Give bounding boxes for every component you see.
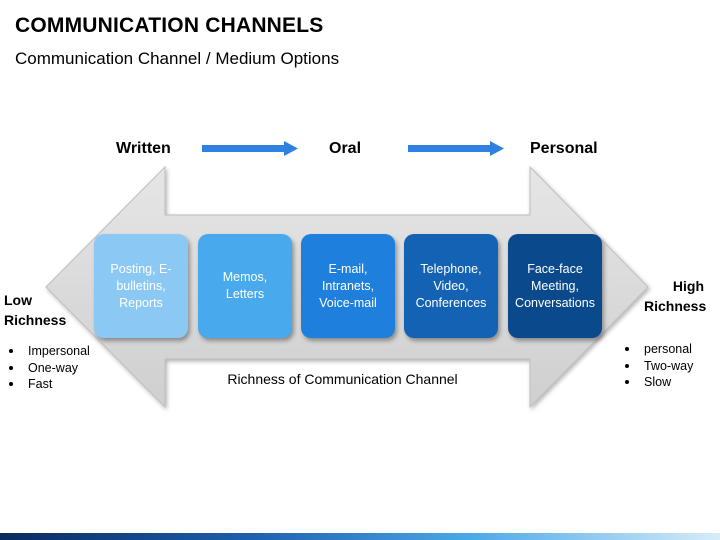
high-richness-line2: Richness [644,298,707,314]
list-item: One-way [4,360,90,377]
page-title: COMMUNICATION CHANNELS [15,14,324,37]
channel-box-telephone: Telephone, Video, Conferences [404,234,498,338]
stage-label-written: Written [116,140,171,157]
list-item: Fast [4,376,90,393]
channel-box-face-to-face: Face-face Meeting, Conversations [508,234,602,338]
channel-box-text: Face-face Meeting, Conversations [515,261,595,310]
arrow-caption: Richness of Communication Channel [227,371,458,387]
channel-box-posting: Posting, E-bulletins, Reports [94,234,188,338]
high-richness-title: High Richness [644,276,707,316]
channel-box-text: Memos, Letters [222,270,268,301]
stage-label-oral: Oral [329,140,362,157]
low-richness-line2: Richness [4,312,67,328]
list-item: Impersonal [4,343,90,360]
channel-box-email: E-mail, Intranets, Voice-mail [301,234,395,338]
list-item: personal [620,341,693,358]
page-subtitle: Communication Channel / Medium Options [15,49,340,68]
channel-box-text: Telephone, Video, Conferences [415,261,487,310]
high-richness-line1: High [672,278,704,294]
low-richness-line1: Low [4,292,32,308]
list-item: Two-way [620,358,693,375]
arrow-written-to-oral [202,141,298,156]
list-item: Slow [620,374,693,391]
channel-box-text: E-mail, Intranets, Voice-mail [319,261,377,310]
channel-box-text: Posting, E-bulletins, Reports [110,261,172,310]
arrow-oral-to-personal [408,141,504,156]
low-richness-title: Low Richness [4,290,66,330]
high-richness-list: personal Two-way Slow [620,341,693,391]
channel-box-memos: Memos, Letters [198,234,292,338]
stage-label-personal: Personal [530,140,598,157]
footer-gradient-bar [0,533,720,540]
low-richness-list: Impersonal One-way Fast [4,343,90,393]
